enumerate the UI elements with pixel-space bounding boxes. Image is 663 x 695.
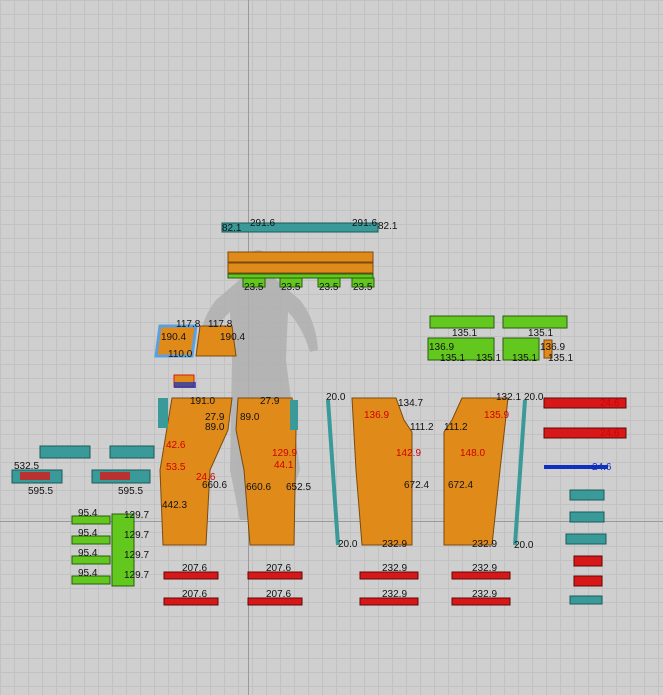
label-right-top-2: 135.1	[528, 328, 553, 339]
label-right-top-1: 135.1	[452, 328, 477, 339]
label-small-4: 23.5	[353, 282, 373, 293]
label-red-back-2: 53.5	[166, 462, 186, 473]
label-yoke-top-left: 117.8	[176, 319, 201, 330]
label-back-left-side: 660.6	[202, 480, 227, 491]
label-right-red-1: 24.6	[600, 398, 620, 409]
label-yoke-left: 190.4	[161, 332, 186, 343]
label-hem-strip-5: 232.9	[382, 563, 407, 574]
label-small-1: 23.5	[244, 282, 264, 293]
right-small-stack-pieces[interactable]	[565, 489, 607, 605]
label-right-blue: 24.6	[592, 462, 612, 473]
right-belt-loop-pieces[interactable]: 24.6 24.6 24.6	[543, 397, 627, 473]
back-panel-right[interactable]: 27.9 89.0 660.6 652.5 129.9 44.1	[235, 396, 311, 546]
label-red-back-3: 24.6	[196, 472, 216, 483]
hem-strip-pieces[interactable]: 207.6 207.6 207.6 207.6 232.9 232.9 232.…	[163, 563, 511, 606]
label-red-back-4: 129.9	[272, 448, 297, 459]
label-pocket-left-2: 595.5	[28, 486, 53, 497]
front-panel-right[interactable]: 132.1 111.2 672.4 135.9 148.0 232.9	[443, 392, 521, 550]
label-front-top-r: 132.1	[496, 392, 521, 403]
label-green-small-4: 95.4	[78, 568, 98, 579]
label-hem-strip-3: 207.6	[266, 563, 291, 574]
waistband-lining-pieces[interactable]	[227, 251, 374, 279]
label-strip-top-r: 20.0	[524, 392, 544, 403]
label-front-red-4: 142.9	[396, 448, 421, 459]
label-right-bot-4: 135.1	[548, 353, 573, 364]
label-right-bot-3: 135.1	[512, 353, 537, 364]
label-front-hem-l: 232.9	[382, 539, 407, 550]
label-back-waist-l: 89.0	[205, 422, 225, 433]
label-hem-strip-7: 232.9	[472, 563, 497, 574]
label-hem-strip-2: 207.6	[182, 589, 207, 600]
label-back-left-top: 191.0	[190, 396, 215, 407]
label-back-left-len: 442.3	[162, 500, 187, 511]
horizontal-axis	[0, 521, 663, 522]
label-right-mid-2: 136.9	[540, 342, 565, 353]
waistband-piece[interactable]: 82.1 291.6 291.6 82.1	[221, 218, 398, 234]
label-hem-strip-4: 207.6	[266, 589, 291, 600]
label-green-val-3: 129.7	[124, 550, 149, 561]
label-strip-bot-l: 20.0	[338, 539, 358, 550]
small-tab-pieces[interactable]: 23.5 23.5 23.5 23.5	[242, 277, 375, 293]
label-waistband-mid-right: 291.6	[352, 218, 377, 229]
label-hem-strip-1: 207.6	[182, 563, 207, 574]
label-yoke-bottom: 110.0	[168, 349, 193, 360]
front-panel-left[interactable]: 134.7 111.2 672.4 136.9 142.9 232.9	[351, 397, 434, 550]
label-front-len-l: 672.4	[404, 480, 429, 491]
label-hem-strip-6: 232.9	[382, 589, 407, 600]
left-pocket-pieces[interactable]: 532.5 595.5 595.5	[11, 445, 155, 497]
side-strip-pieces[interactable]: 20.0 20.0 20.0 20.0	[326, 392, 544, 551]
label-back-hem-r-top: 27.9	[260, 396, 280, 407]
label-pocket-left-1: 532.5	[14, 461, 39, 472]
label-front-len-r: 672.4	[448, 480, 473, 491]
label-back-waist-r: 89.0	[240, 412, 260, 423]
label-red-back-1: 42.6	[166, 440, 186, 451]
pocket-facing-pieces[interactable]: 135.1 135.1 136.9 136.9 135.1 135.1 135.…	[427, 315, 573, 364]
back-panel-left[interactable]: 191.0 442.3 660.6 27.9 89.0 42.6 53.5 24…	[158, 374, 233, 546]
label-front-red-1: 136.9	[364, 410, 389, 421]
label-green-val-1: 129.7	[124, 510, 149, 521]
label-right-mid-1: 136.9	[429, 342, 454, 353]
label-right-bot-2: 135.1	[476, 353, 501, 364]
label-waistband-mid-left: 291.6	[250, 218, 275, 229]
label-yoke-top-right: 117.8	[208, 319, 233, 330]
label-front-red-2: 135.9	[484, 410, 509, 421]
green-small-pieces[interactable]: 95.4 95.4 95.4 95.4 129.7 129.7 129.7 12…	[71, 508, 149, 587]
label-yoke-right: 190.4	[220, 332, 245, 343]
label-green-small-2: 95.4	[78, 528, 98, 539]
label-back-right-len: 652.5	[286, 482, 311, 493]
label-waistband-left: 82.1	[222, 223, 242, 234]
label-right-bot-1: 135.1	[440, 353, 465, 364]
label-green-small-3: 95.4	[78, 548, 98, 559]
label-small-2: 23.5	[281, 282, 301, 293]
label-green-val-4: 129.7	[124, 570, 149, 581]
label-front-mid-l: 111.2	[410, 422, 434, 433]
label-back-top-l: 27.9	[205, 412, 225, 423]
label-front-hem-r: 232.9	[472, 539, 497, 550]
label-pocket-left-3: 595.5	[118, 486, 143, 497]
label-strip-top-l: 20.0	[326, 392, 346, 403]
label-strip-bot-r: 20.0	[514, 540, 534, 551]
label-right-red-2: 24.6	[600, 428, 620, 439]
label-waistband-right: 82.1	[378, 221, 398, 232]
label-back-right-side: 660.6	[246, 482, 271, 493]
yoke-pieces[interactable]: 117.8 117.8 190.4 190.4 110.0	[154, 319, 245, 360]
label-green-small-1: 95.4	[78, 508, 98, 519]
label-front-mid-r: 111.2	[444, 422, 468, 433]
label-front-top-l: 134.7	[398, 398, 423, 409]
label-small-3: 23.5	[319, 282, 339, 293]
label-hem-strip-8: 232.9	[472, 589, 497, 600]
label-green-val-2: 129.7	[124, 530, 149, 541]
label-red-back-5: 44.1	[274, 460, 294, 471]
label-front-red-3: 148.0	[460, 448, 485, 459]
